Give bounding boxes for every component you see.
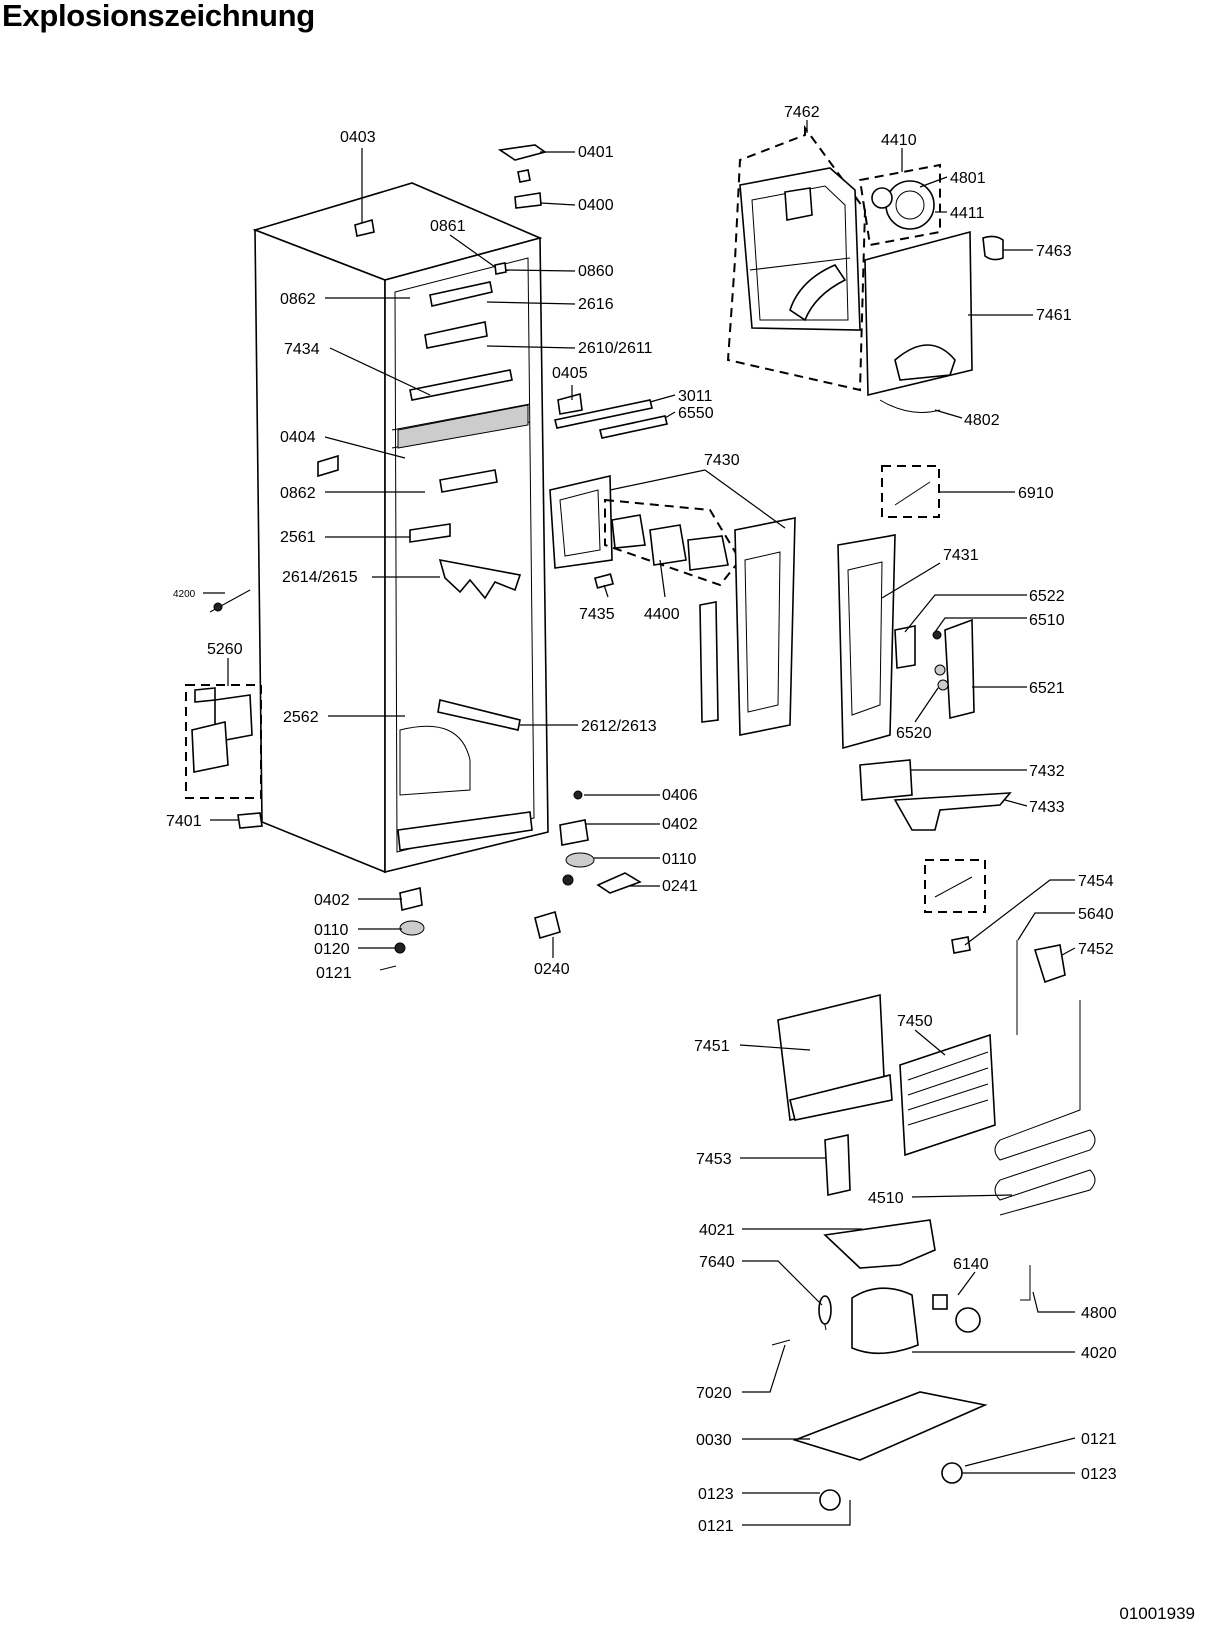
label-0403: 0403 <box>340 129 376 146</box>
bottom-hinge-parts <box>379 790 642 971</box>
label-4411: 4411 <box>950 205 985 222</box>
label-4400: 4400 <box>644 606 680 623</box>
label-4801: 4801 <box>950 170 986 187</box>
label-6520: 6520 <box>896 725 932 742</box>
label-0120: 0120 <box>314 941 350 958</box>
label-0404: 0404 <box>280 429 316 446</box>
label-7462: 7462 <box>784 104 820 121</box>
label-0121-right: 0121 <box>1081 1431 1117 1448</box>
label-7435: 7435 <box>579 606 615 623</box>
label-0862-lower: 0862 <box>280 485 316 502</box>
label-0406: 0406 <box>662 787 698 804</box>
label-0861: 0861 <box>430 218 466 235</box>
label-6522: 6522 <box>1029 588 1065 605</box>
label-6521: 6521 <box>1029 680 1065 697</box>
label-0110-left: 0110 <box>314 922 349 939</box>
page-title: Explosionszeichnung <box>2 0 315 33</box>
label-4200: 4200 <box>173 589 196 600</box>
label-0860: 0860 <box>578 263 614 280</box>
label-4021: 4021 <box>699 1222 735 1239</box>
label-7640: 7640 <box>699 1254 735 1271</box>
label-0121-left: 0121 <box>316 965 352 982</box>
label-2562: 2562 <box>283 709 319 726</box>
part-number-labels: 0403 0401 0400 0861 0860 0862 2616 2610/… <box>166 104 1117 1535</box>
label-5260: 5260 <box>207 641 243 658</box>
cooling-system-parts <box>771 859 1096 1511</box>
leader-lines <box>203 120 1076 1526</box>
label-7454: 7454 <box>1078 873 1114 890</box>
label-7434: 7434 <box>284 341 320 358</box>
label-2612-2613: 2612/2613 <box>581 718 657 735</box>
label-4800: 4800 <box>1081 1305 1117 1322</box>
evaporator-cover-assembly <box>726 124 1004 518</box>
label-3011: 3011 <box>678 388 713 405</box>
label-7450: 7450 <box>897 1013 933 1030</box>
label-7461: 7461 <box>1036 307 1072 324</box>
label-0123-right: 0123 <box>1081 1466 1117 1483</box>
label-6550: 6550 <box>678 405 714 422</box>
label-7451: 7451 <box>694 1038 730 1055</box>
label-0121-bottom: 0121 <box>698 1518 734 1535</box>
label-0400: 0400 <box>578 197 614 214</box>
label-7452: 7452 <box>1078 941 1114 958</box>
label-0241: 0241 <box>662 878 698 895</box>
air-duct-parts <box>549 474 1012 831</box>
label-0123-left: 0123 <box>698 1486 734 1503</box>
label-4510: 4510 <box>868 1190 904 1207</box>
label-7432: 7432 <box>1029 763 1065 780</box>
label-0110-right: 0110 <box>662 851 697 868</box>
label-7453: 7453 <box>696 1151 732 1168</box>
drawing-number: 01001939 <box>1119 1604 1195 1623</box>
label-4020: 4020 <box>1081 1345 1117 1362</box>
label-7430: 7430 <box>704 452 740 469</box>
label-4410: 4410 <box>881 132 917 149</box>
label-4802: 4802 <box>964 412 1000 429</box>
label-7433: 7433 <box>1029 799 1065 816</box>
label-0402-right: 0402 <box>662 816 698 833</box>
left-side-parts <box>185 589 263 829</box>
label-0240: 0240 <box>534 961 570 978</box>
label-7463: 7463 <box>1036 243 1072 260</box>
label-6140: 6140 <box>953 1256 989 1273</box>
cabinet-body <box>252 182 549 874</box>
label-0405: 0405 <box>552 365 588 382</box>
label-2561: 2561 <box>280 529 316 546</box>
label-6910: 6910 <box>1018 485 1054 502</box>
hinge-parts-top <box>317 144 668 478</box>
label-5640: 5640 <box>1078 906 1114 923</box>
label-2616: 2616 <box>578 296 614 313</box>
label-0402-left: 0402 <box>314 892 350 909</box>
label-7401: 7401 <box>166 813 202 830</box>
label-6510: 6510 <box>1029 612 1065 629</box>
label-0862-upper: 0862 <box>280 291 316 308</box>
label-0401: 0401 <box>578 144 614 161</box>
label-2614-2615: 2614/2615 <box>282 569 358 586</box>
label-2610-2611: 2610/2611 <box>578 340 653 357</box>
label-7020: 7020 <box>696 1385 732 1402</box>
label-0030: 0030 <box>696 1432 732 1449</box>
label-7431: 7431 <box>943 547 979 564</box>
